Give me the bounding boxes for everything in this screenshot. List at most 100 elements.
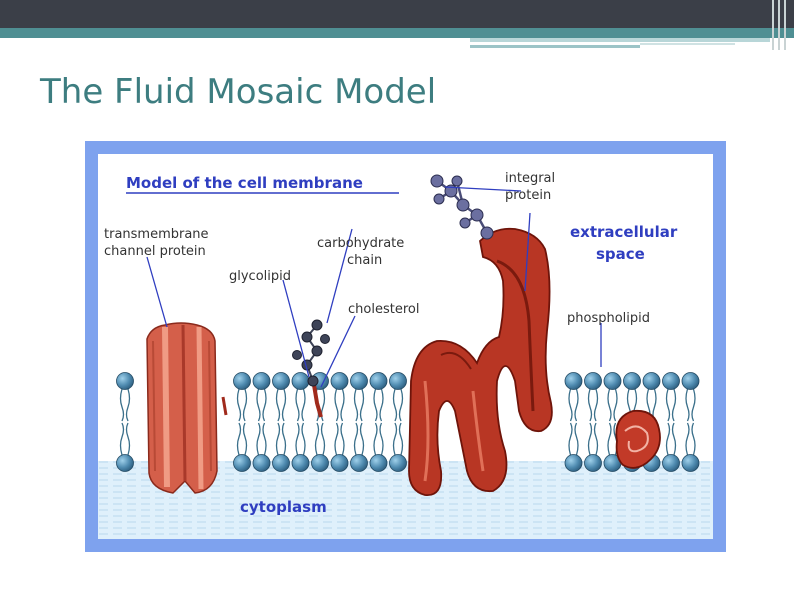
phospholipid-head [662, 372, 680, 390]
lipid-tail [334, 388, 339, 422]
peripheral-protein [615, 409, 661, 469]
lipid-tail [301, 422, 306, 456]
phospholipid-head [272, 454, 290, 472]
membrane-diagram-svg: Model of the cell membrane transmembrane… [98, 154, 713, 539]
integral-protein-label: integral [505, 171, 555, 186]
phospholipid-head [252, 372, 271, 390]
phospholipid-head [330, 372, 349, 390]
lipid-tail [340, 422, 345, 456]
phospholipid-head [564, 454, 583, 472]
lipid-tail [359, 388, 365, 422]
slide-title: The Fluid Mosaic Model [40, 72, 437, 112]
glycolipid-label: glycolipid [229, 269, 291, 284]
lipid-tail [256, 422, 261, 456]
glycolipid-carbohydrate [292, 319, 330, 387]
lipid-tail [340, 388, 345, 422]
phospholipid-head [584, 372, 602, 390]
phospholipid-head [603, 372, 622, 390]
lipid-tail [613, 388, 618, 422]
lipid-tail [379, 388, 384, 422]
carbohydrate-chain-label: chain [347, 253, 382, 268]
lipid-tail [691, 388, 696, 422]
lipid-tail [587, 388, 593, 422]
lipid-tail [334, 422, 339, 456]
transmembrane-channel-protein [146, 322, 218, 494]
cholesterol-molecule [221, 396, 228, 416]
lipid-tail [320, 422, 326, 456]
integral-protein [408, 227, 553, 496]
slide-top-bar [0, 0, 794, 28]
lipid-tail [242, 388, 248, 422]
lipid-tail [353, 388, 359, 422]
lipid-tail [587, 422, 593, 456]
extracellular-space-label: extracellular [570, 223, 678, 241]
lipid-tail [359, 422, 365, 456]
lipid-tail [281, 388, 287, 422]
carbohydrate-chain-label: carbohydrate [317, 236, 404, 251]
phospholipid-head [291, 372, 310, 390]
lipid-tail [295, 422, 300, 456]
lipid-tail [262, 388, 267, 422]
lipid-tail [568, 388, 573, 422]
phospholipid-head [584, 454, 602, 472]
phospholipid-head [681, 454, 700, 472]
phospholipid-head [642, 372, 661, 390]
label-pointers [146, 186, 602, 388]
lipid-tail [398, 388, 404, 422]
slide-decor-line [640, 43, 735, 45]
lipid-tail [574, 422, 579, 456]
slide-decor-line [470, 45, 640, 48]
lipid-tail [568, 422, 573, 456]
lipid-tail [119, 422, 125, 456]
phospholipid-head [233, 454, 251, 472]
phospholipid-label: phospholipid [567, 311, 650, 326]
lipid-tail [607, 422, 612, 456]
lipid-tail [574, 388, 579, 422]
lipid-tail [236, 388, 242, 422]
slide-decor-vline [784, 0, 786, 50]
membrane-diagram: Model of the cell membrane transmembrane… [85, 141, 726, 552]
phospholipid-head [350, 372, 368, 390]
phospholipid-heads [116, 372, 700, 472]
phospholipid-head [311, 454, 329, 472]
lipid-tail [607, 388, 612, 422]
lipid-tail [262, 422, 267, 456]
lipid-tail [685, 422, 690, 456]
lipid-tail [125, 422, 131, 456]
slide-accent-band [0, 28, 794, 38]
phospholipid-head [116, 454, 134, 472]
lipid-tail [314, 422, 320, 456]
phospholipid-head [116, 372, 134, 390]
lipid-tail [256, 388, 261, 422]
phospholipid-head [272, 372, 290, 390]
phospholipid-head [681, 372, 700, 390]
lipid-tail [691, 422, 696, 456]
lipid-tail [392, 422, 398, 456]
lipid-tail [671, 422, 677, 456]
phospholipid-head [662, 454, 680, 472]
phospholipid-head [389, 372, 407, 390]
cholesterol-molecule [312, 384, 323, 418]
phospholipid-head [623, 372, 641, 390]
lipid-tail [275, 388, 281, 422]
lipid-tail [665, 388, 671, 422]
phospholipid-head [369, 454, 388, 472]
slide-decor-line [470, 38, 770, 42]
lipid-tail [301, 388, 306, 422]
lipid-tail [353, 422, 359, 456]
lipid-tail [665, 422, 671, 456]
lipid-tail [593, 388, 599, 422]
slide-decor-vline [772, 0, 774, 50]
lipid-tail [320, 388, 326, 422]
lipid-tail [275, 422, 281, 456]
slide-decor-vline [778, 0, 780, 50]
integral-protein-label: protein [505, 188, 551, 203]
cytoplasm-label: cytoplasm [240, 498, 327, 516]
phospholipid-head [369, 372, 388, 390]
lipid-tail [685, 388, 690, 422]
lipid-tail [373, 388, 378, 422]
transmembrane-label: transmembrane [104, 227, 209, 242]
diagram-heading: Model of the cell membrane [126, 174, 363, 192]
cholesterol-label: cholesterol [348, 302, 419, 317]
lipid-tail [119, 388, 125, 422]
